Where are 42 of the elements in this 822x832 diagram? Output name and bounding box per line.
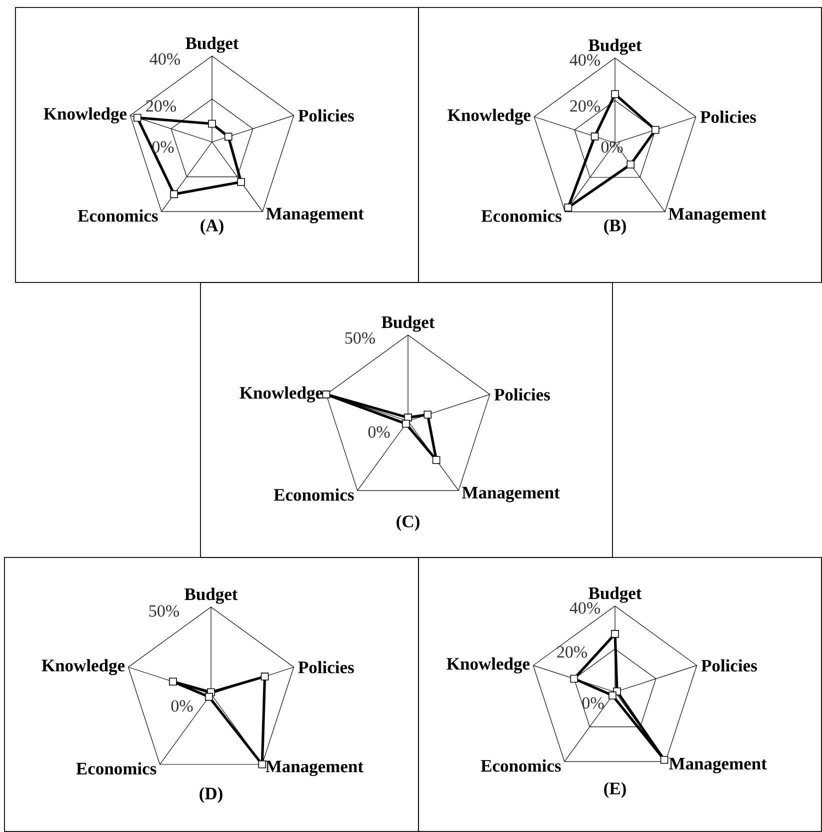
axis-label: Economics [78,209,158,222]
axis-label: Management [266,208,364,224]
axis-label: Knowledge [42,659,125,676]
axis-label: Economics [76,762,156,775]
axis-label: Economics [481,210,562,222]
tick-label: 0% [171,700,193,712]
axis-label: Policies [701,659,757,672]
axis-label: Policies [298,660,354,674]
tick-label: 0% [368,426,390,438]
panel-caption: (D) [200,787,222,803]
axis-label: Policies [494,388,550,401]
tick-label: 50% [345,332,375,344]
panel-caption: (A) [200,219,224,235]
axis-label: Management [266,760,364,776]
tick-label: 0% [152,141,174,153]
tick-label: 40% [570,54,600,66]
axis-label: Policies [298,109,354,122]
axis-label: Economics [480,759,561,772]
axis-label: Budget [382,316,435,332]
tick-label: 0% [582,697,604,709]
axis-label: Budget [588,586,642,603]
tick-label: 50% [149,605,179,617]
axis-label: Knowledge [240,386,323,402]
tick-label: 40% [570,602,600,614]
axis-label: Management [462,486,560,502]
axis-label: Budget [186,36,239,53]
axis-label: Management [668,208,766,224]
axis-label: Policies [700,110,756,123]
axis-label: Knowledge [446,657,530,674]
tick-label: 20% [146,100,176,112]
tick-label: 20% [557,646,587,658]
axis-label: Knowledge [44,107,127,124]
tick-label: 20% [570,100,600,112]
panel-caption: (E) [604,782,626,798]
axis-label: Budget [588,38,642,55]
panel-caption: (B) [604,219,626,235]
panel-caption: (C) [396,515,420,531]
axis-label: Economics [274,488,354,501]
tick-label: 40% [150,53,180,65]
axis-label: Management [669,758,767,774]
axis-label: Knowledge [448,108,530,125]
axis-label: Budget [184,588,238,604]
